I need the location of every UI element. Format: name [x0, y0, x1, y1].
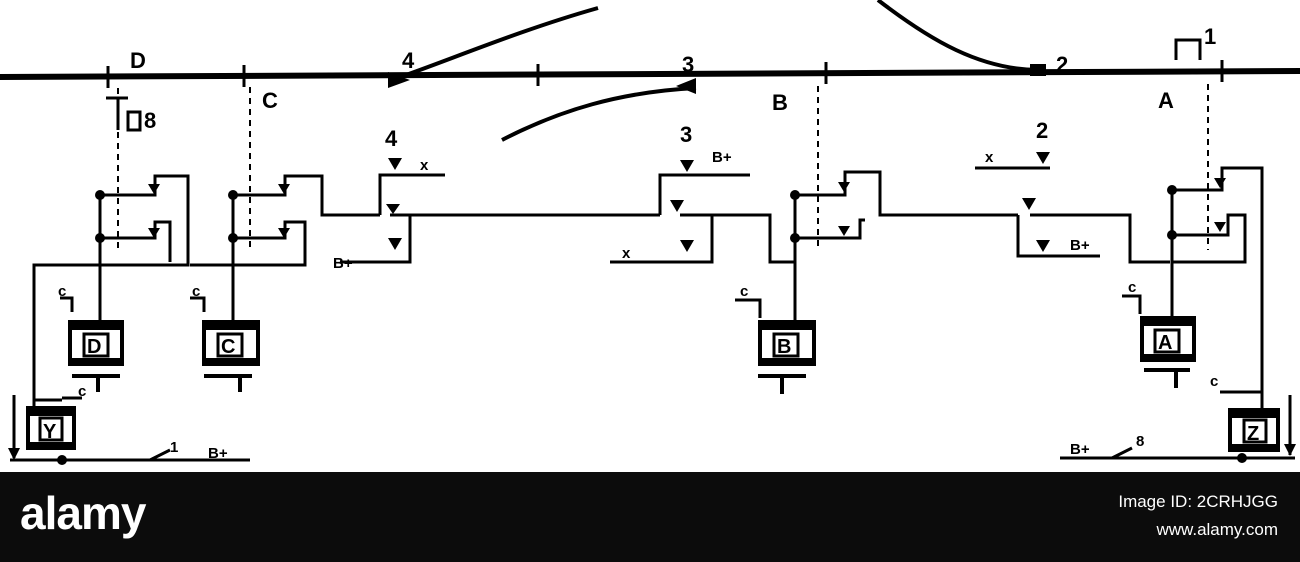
relay-D	[60, 238, 124, 392]
bottom-labels: 1 B+ B+ 8	[170, 433, 1144, 462]
turnout-curve-4	[391, 6, 599, 82]
watermark-bar: alamy Image ID: 2CRHJGG www.alamy.com	[0, 472, 1300, 562]
common-label-D: c	[58, 283, 66, 300]
signal-8-icon	[106, 96, 142, 132]
relay-contacts-B	[790, 170, 1018, 300]
brand-logo: alamy	[20, 487, 146, 539]
switch-point-3	[676, 78, 696, 94]
common-label-A: c	[1128, 279, 1136, 296]
common-label-C: c	[192, 283, 200, 300]
label-C: C	[262, 88, 278, 113]
common-label-Y: c	[78, 383, 86, 400]
switch-contacts-4	[340, 158, 445, 264]
relay-B	[735, 262, 816, 394]
turnout-curve-3	[501, 86, 697, 142]
main-track	[0, 68, 1300, 80]
turnout-curve-2	[876, 0, 1041, 72]
signal-circuit-diagram: D C B A 1 2 3 4 8 4 x B+ 3 B+ x 2 x B+ D…	[0, 0, 1300, 465]
switch-contacts-2	[975, 152, 1170, 264]
label-2: 2	[1056, 52, 1068, 77]
switch-label-x3: x	[985, 149, 994, 166]
relay-label-A: A	[1158, 332, 1172, 354]
bottom-left-bplus: B+	[208, 445, 228, 462]
common-label-B: c	[740, 283, 748, 300]
switch-label-4: 4	[385, 126, 398, 151]
track-labels: D C B A 1 2 3 4 8	[130, 24, 1216, 133]
image-id: Image ID: 2CRHJGG	[1118, 492, 1278, 511]
label-D: D	[130, 48, 146, 73]
switch-labels: 4 x B+ 3 B+ x 2 x B+	[333, 118, 1090, 272]
signal-1-icon	[1174, 38, 1202, 60]
relay-label-Z: Z	[1247, 423, 1259, 445]
switch-label-3: 3	[680, 122, 692, 147]
switch-label-bplus2: B+	[712, 149, 732, 166]
bottom-left-number: 1	[170, 439, 178, 456]
relay-label-C: C	[221, 336, 235, 358]
label-3: 3	[682, 52, 694, 77]
bottom-right-number: 8	[1136, 433, 1144, 450]
relay-Y	[8, 395, 250, 465]
relay-C	[190, 238, 260, 392]
relay-label-B: B	[777, 336, 791, 358]
relay-contacts-D	[32, 174, 190, 440]
track-joints	[106, 60, 1224, 88]
label-8: 8	[144, 108, 156, 133]
common-label-Z: c	[1210, 373, 1218, 390]
relay-Z	[1060, 390, 1296, 463]
switch-point-2	[1030, 64, 1046, 76]
label-B: B	[772, 90, 788, 115]
track-connections	[117, 84, 1209, 250]
switch-label-bplus3: B+	[1070, 237, 1090, 254]
switch-point-4	[388, 72, 410, 88]
bottom-switches	[149, 446, 1133, 462]
switch-label-bplus1: B+	[333, 255, 353, 272]
switch-label-2: 2	[1036, 118, 1048, 143]
label-1: 1	[1204, 24, 1216, 49]
relay-label-Y: Y	[43, 421, 57, 443]
relay-contacts-C	[190, 174, 380, 267]
common-labels: c c c c c c	[58, 279, 1218, 400]
site-url: www.alamy.com	[1156, 520, 1278, 539]
switch-label-x1: x	[420, 157, 429, 174]
bottom-right-bplus: B+	[1070, 441, 1090, 458]
relay-label-D: D	[87, 336, 101, 358]
relay-A	[1122, 262, 1196, 388]
switch-contacts-3	[610, 160, 795, 264]
relay-labels: D C B A Y Z	[43, 332, 1259, 445]
switch-label-x2: x	[622, 245, 631, 262]
label-4: 4	[402, 48, 415, 73]
label-A: A	[1158, 88, 1174, 113]
